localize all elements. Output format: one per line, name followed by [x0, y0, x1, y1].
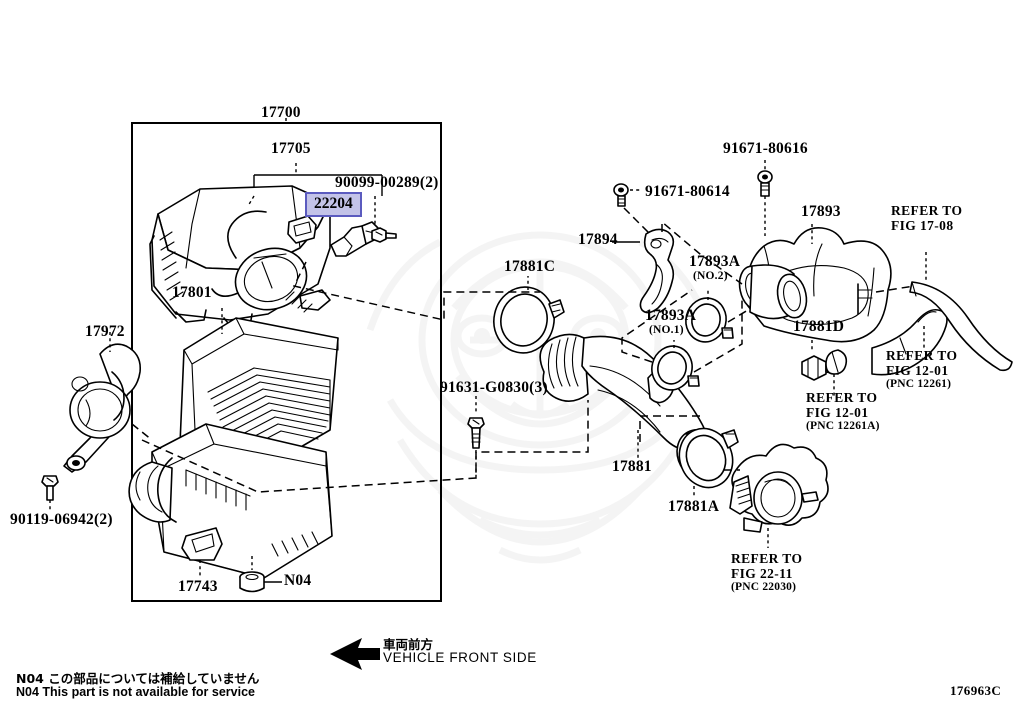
throttle-body-22030 [729, 443, 829, 548]
bracket-17894 [612, 220, 743, 314]
part-label-17881: 17881 [612, 458, 652, 475]
drain-plug-n04 [239, 571, 265, 593]
vehicle-front-label-jp: 車両前方 [383, 637, 434, 652]
figure-id: 176963C [950, 683, 1002, 698]
clamp-17881C [493, 276, 565, 354]
part-label-17893A-no2-group: 17893A (NO.2) [689, 253, 740, 283]
part-label-90119: 90119-06942(2) [10, 511, 113, 528]
bolt-90119 [41, 475, 59, 512]
hose-fig-17-08 [909, 252, 1013, 372]
reference-pnc: (PNC 12261) [886, 378, 952, 391]
reference-pnc: (PNC 22030) [731, 581, 797, 594]
part-label-91631: 91631-G0830(3) [440, 379, 548, 396]
bolt-90099 [371, 227, 397, 243]
part-label-17700: 17700 [261, 104, 301, 121]
part-label-91671-80614: 91671-80614 [645, 183, 730, 200]
bolt-91631 [467, 396, 485, 478]
footnote-jp: N04 この部品については補給していません [16, 671, 260, 686]
footnote-en: N04 This part is not available for servi… [16, 685, 255, 699]
reference-fig-22-11-pnc22030: REFER TO FIG 22-11 (PNC 22030) [731, 551, 802, 594]
bolt-91671-80614 [613, 183, 651, 235]
part-label-90099: 90099-00289(2) [335, 174, 439, 191]
clamp-17893A-no1 [621, 289, 743, 391]
part-label-17743: 17743 [178, 578, 218, 595]
reference-line1: REFER TO [731, 551, 803, 566]
part-label-91671-80616: 91671-80616 [723, 140, 808, 157]
reference-fig-17-08: REFER TO FIG 17-08 [891, 203, 962, 233]
part-label-17705: 17705 [271, 140, 311, 157]
highlighted-part-22204[interactable]: 22204 [305, 192, 362, 217]
air-cleaner-case-lower [128, 423, 333, 593]
reference-line1: REFER TO [806, 390, 878, 405]
part-label-17894: 17894 [578, 231, 618, 248]
bolt-91671-80616 [757, 160, 773, 236]
reference-line2: FIG 12-01 [806, 405, 869, 421]
bracket-17972 [63, 332, 153, 473]
part-label-n04: N04 [284, 572, 312, 589]
part-label-17972: 17972 [85, 323, 125, 340]
resonator-17893 [738, 224, 915, 343]
reference-line1: REFER TO [891, 203, 963, 218]
part-label-17893A-no1: 17893A [645, 307, 697, 324]
clamp-17893A-no2 [685, 288, 749, 343]
reference-pnc: (PNC 12261A) [806, 420, 880, 433]
air-cleaner-cap [149, 185, 331, 329]
part-label-17881A: 17881A [668, 498, 720, 515]
vehicle-front-arrow [330, 638, 380, 670]
reference-line2: FIG 17-08 [891, 218, 954, 234]
part-label-17801: 17801 [172, 284, 212, 301]
reference-line1: REFER TO [886, 348, 958, 363]
part-label-17893A-no1-sub: (NO.1) [649, 324, 684, 337]
part-label-17881D: 17881D [793, 318, 845, 335]
part-label-17893A-no2-sub: (NO.2) [693, 270, 728, 283]
part-label-17893: 17893 [801, 203, 841, 220]
clamp-17881A [678, 427, 739, 496]
part-label-17893A-no1-group: 17893A (NO.1) [645, 307, 696, 337]
reference-line2: FIG 22-11 [731, 566, 793, 582]
vehicle-front-label-en: VEHICLE FRONT SIDE [383, 650, 537, 665]
valve-12261A [825, 349, 848, 398]
part-label-17881C: 17881C [504, 258, 556, 275]
reference-line2: FIG 12-01 [886, 363, 949, 379]
part-label-17893A-no2: 17893A [689, 253, 741, 270]
reference-fig-12-01-pnc12261: REFER TO FIG 12-01 (PNC 12261) [886, 348, 957, 391]
reference-fig-12-01-pnc12261a: REFER TO FIG 12-01 (PNC 12261A) [806, 390, 880, 433]
